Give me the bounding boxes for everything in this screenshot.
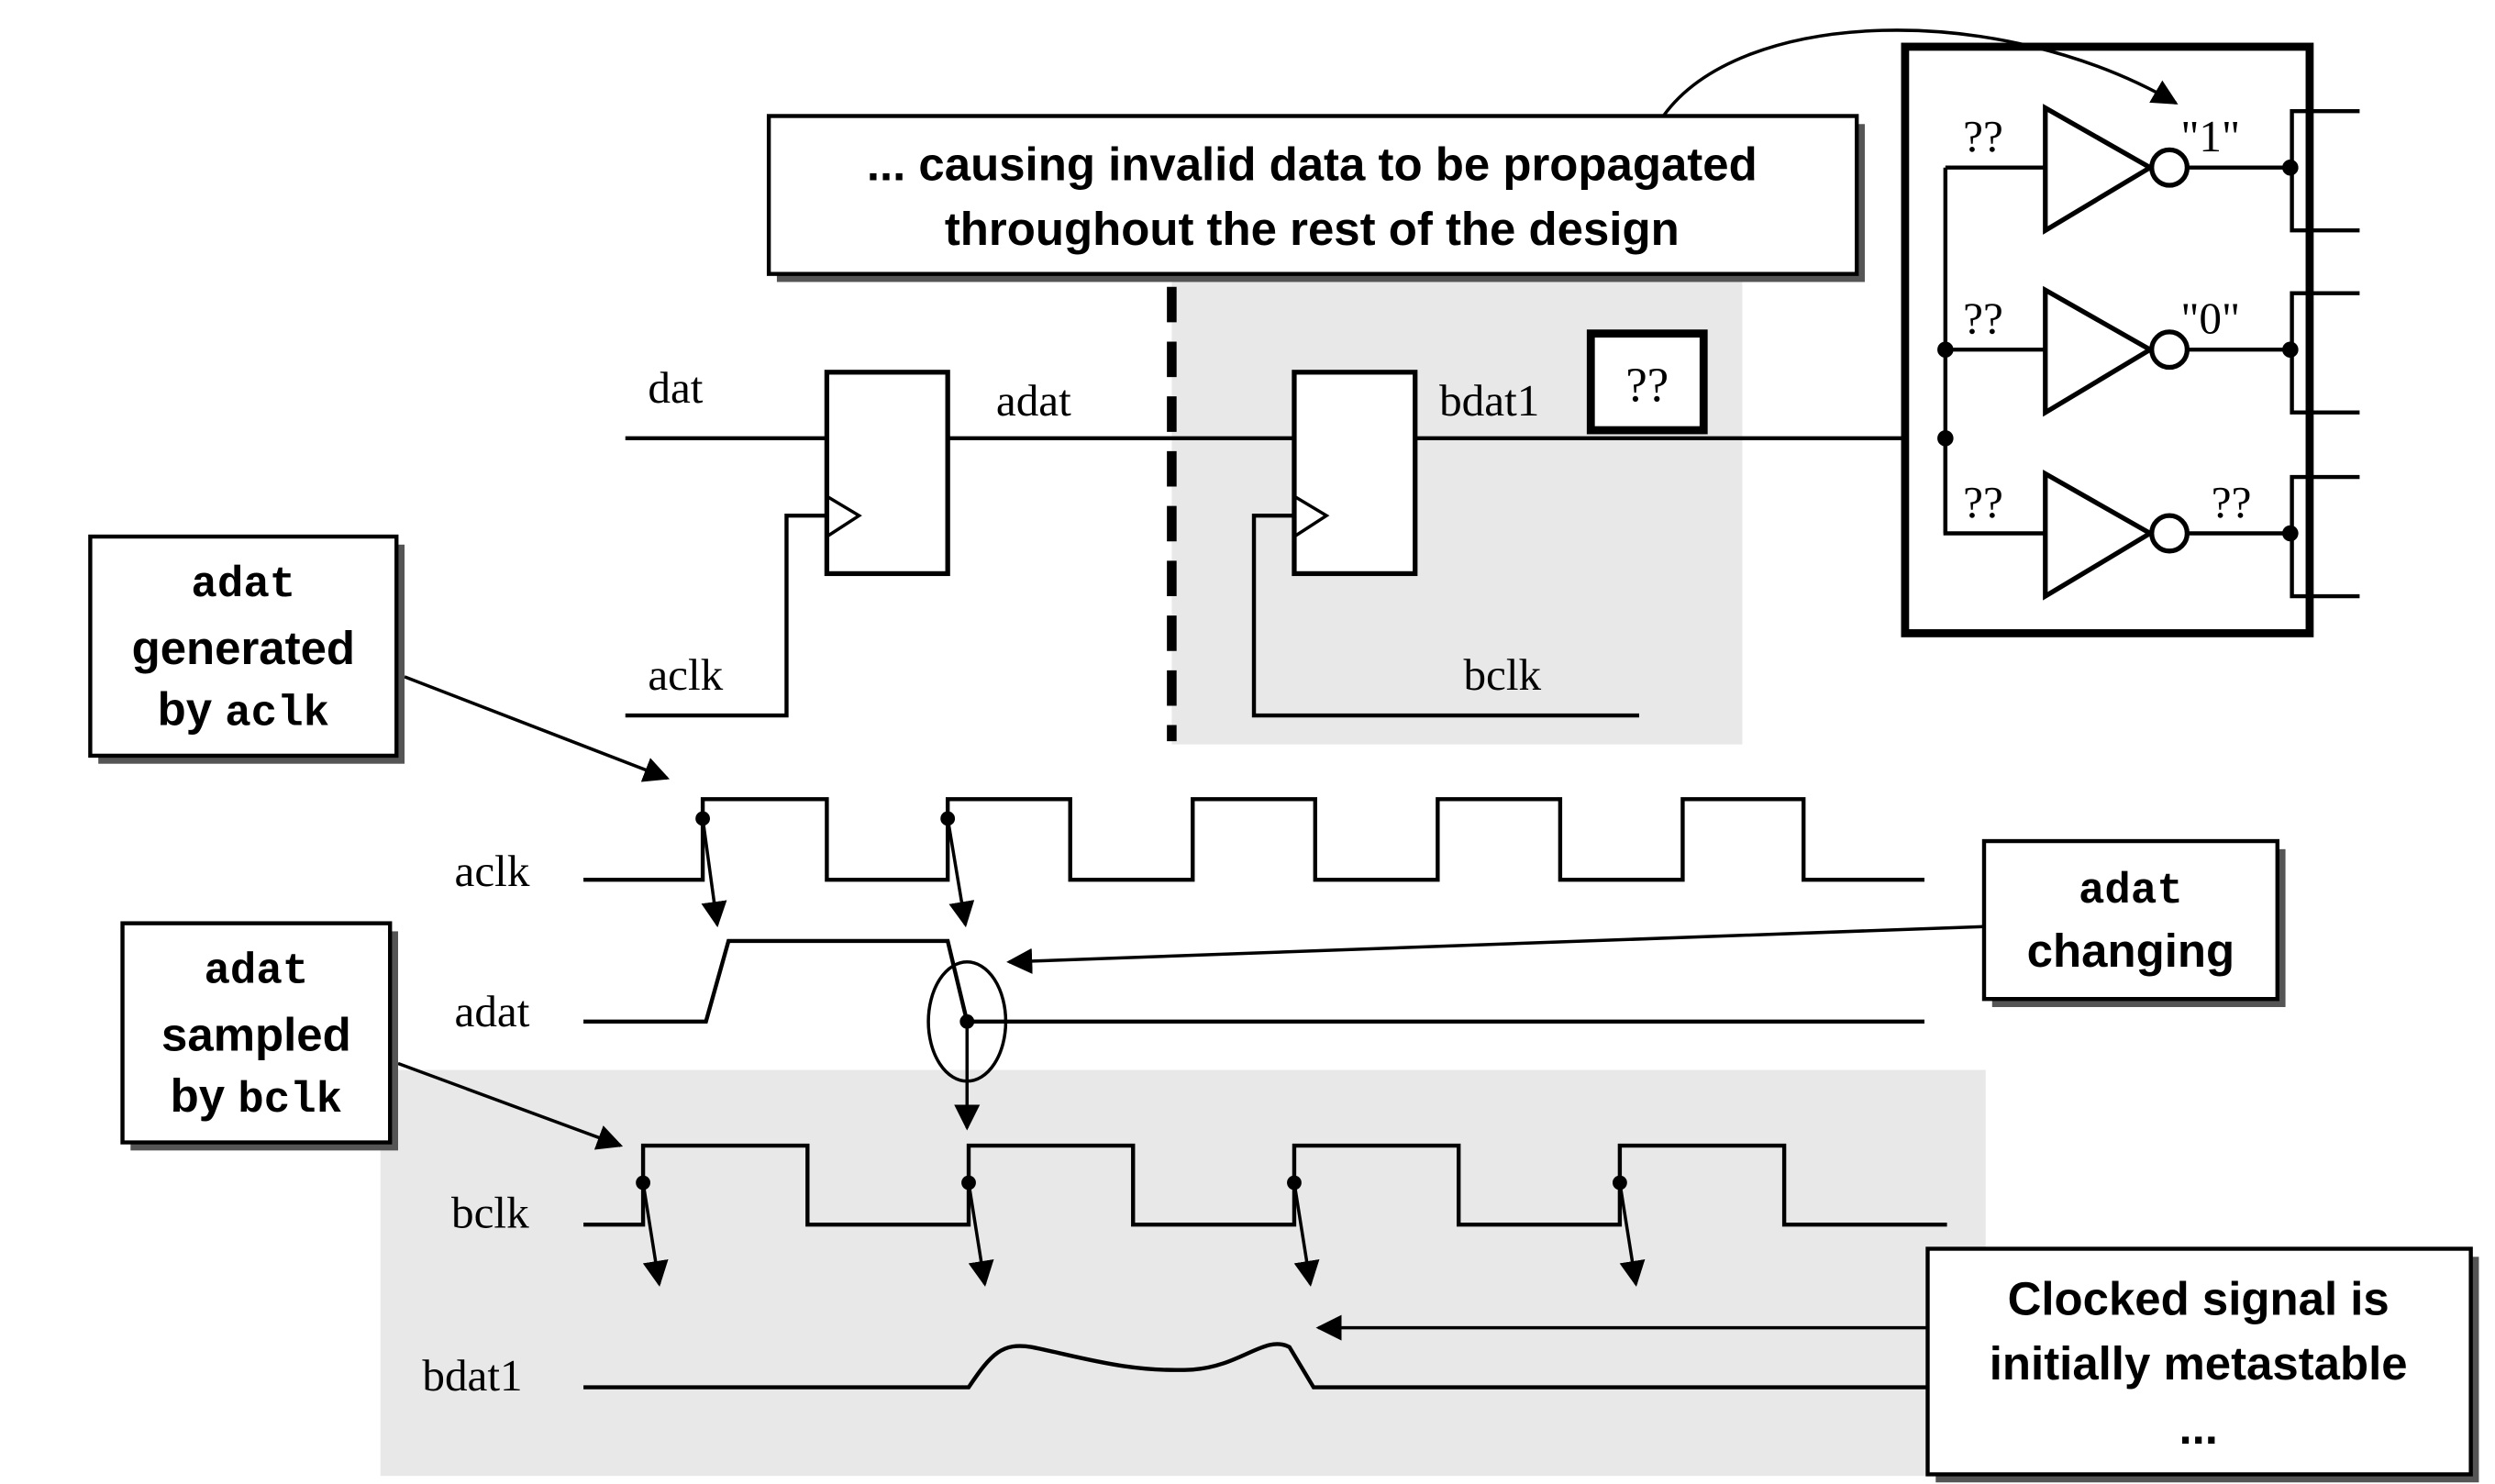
callout-changing: adat changing	[1006, 838, 2286, 1007]
waveform-aclk	[583, 797, 1924, 882]
inverter-2-input: ??	[1963, 293, 2003, 344]
label-bdat1-schem: bdat1	[1439, 375, 1539, 426]
inverter-1-output: "1"	[2180, 111, 2240, 161]
wave-label-aclk: aclk	[455, 846, 530, 896]
callout-propagation-line2: throughout the rest of the design	[945, 203, 1680, 255]
causal-arrows	[636, 811, 1646, 1287]
wave-label-adat: adat	[455, 986, 530, 1036]
wave-label-bdat1: bdat1	[422, 1350, 522, 1401]
callout-metastable-line1: Clocked signal is	[2008, 1273, 2390, 1325]
callout-propagation: ... causing invalid data to be propagate…	[766, 28, 2179, 282]
callout-sampled-line2: sampled	[161, 1008, 351, 1060]
callout-changing-line1: adat	[2079, 868, 2183, 916]
label-dat: dat	[648, 362, 703, 413]
wave-label-bclk: bclk	[451, 1188, 529, 1238]
inverter-3: ?? ??	[1943, 437, 2360, 601]
waveforms: aclk adat bclk bdat1	[422, 797, 1947, 1401]
callout-sampled: adat sampled by bclk	[120, 921, 624, 1151]
label-bclk-schem: bclk	[1463, 649, 1541, 700]
inverter-3-input: ??	[1963, 477, 2003, 527]
clock-triangle-b	[1292, 494, 1330, 538]
inverter-3-output: ??	[2212, 477, 2252, 527]
inverter-1-input: ??	[1963, 111, 2003, 161]
unknown-value-box	[1586, 329, 1708, 435]
callout-metastable-line3: ...	[2179, 1401, 2217, 1454]
clock-triangle-a	[826, 494, 862, 538]
unknown-value-text: ??	[1625, 359, 1669, 412]
schematic: dat aclk adat bclk bdat1 ??	[625, 42, 2360, 742]
callout-generated: adat generated by aclk	[88, 534, 671, 782]
waveform-adat	[583, 938, 1924, 1024]
callout-sampled-line3: by bclk	[171, 1069, 342, 1125]
label-adat-schem: adat	[996, 375, 1071, 426]
callout-metastable-line2: initially metastable	[1990, 1337, 2408, 1390]
callout-changing-line2: changing	[2027, 925, 2234, 977]
flip-flop-a	[824, 370, 950, 577]
waveform-bdat1	[583, 1342, 1928, 1390]
inverter-2: ?? "0"	[1945, 285, 2360, 417]
callout-generated-line1: adat	[191, 561, 295, 610]
flip-flop-b	[1292, 370, 1418, 577]
bclk-domain-shade	[380, 1069, 1986, 1477]
callout-sampled-line1: adat	[204, 948, 308, 997]
inverter-2-output: "0"	[2180, 293, 2240, 344]
callout-generated-line3: by aclk	[158, 683, 329, 739]
waveform-bclk	[583, 1143, 1947, 1227]
callout-propagation-line1: ... causing invalid data to be propagate…	[867, 138, 1758, 191]
callout-metastable: Clocked signal is initially metastable .…	[1315, 1246, 2479, 1483]
callout-generated-line2: generated	[132, 622, 355, 674]
label-aclk-schem: aclk	[648, 649, 723, 700]
inverter-1: ?? "1"	[1945, 104, 2360, 235]
